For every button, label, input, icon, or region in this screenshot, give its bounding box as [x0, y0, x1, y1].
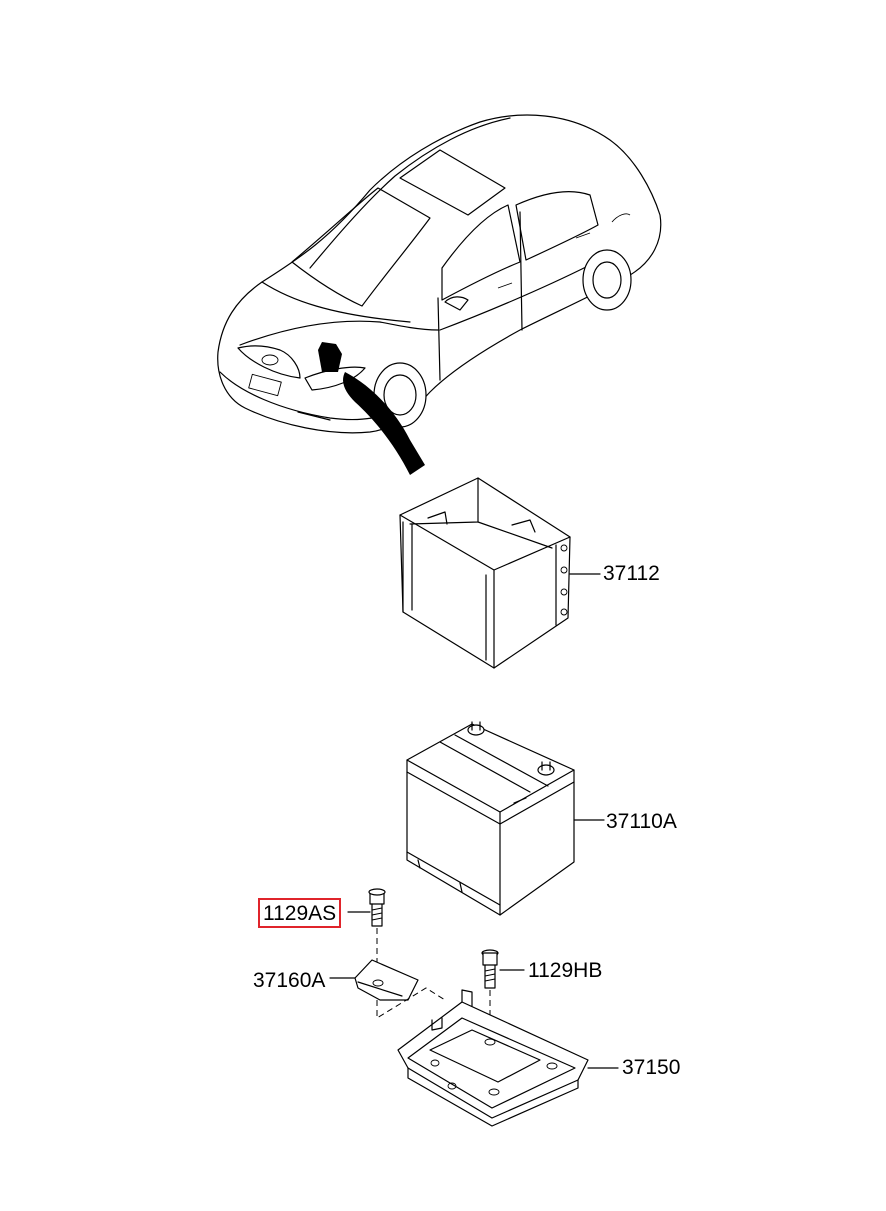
- part-label-1129hb: 1129HB: [528, 959, 603, 982]
- bolt-icon: [347, 888, 386, 962]
- location-arrow-icon: [343, 372, 425, 475]
- car-illustration: [217, 114, 662, 475]
- part-label-37150: 37150: [622, 1056, 681, 1079]
- part-label-37160a: 37160A: [253, 969, 326, 992]
- clamp-icon: [329, 959, 446, 1019]
- part-label-37112: 37112: [603, 562, 660, 585]
- tray-icon: [397, 989, 619, 1127]
- battery-icon: [406, 721, 605, 916]
- part-label-1129as[interactable]: 1129AS: [258, 898, 342, 928]
- bolt-icon: [481, 949, 525, 1040]
- battery-insulation-pad-icon: [399, 477, 601, 669]
- part-label-37110a: 37110A: [606, 810, 677, 833]
